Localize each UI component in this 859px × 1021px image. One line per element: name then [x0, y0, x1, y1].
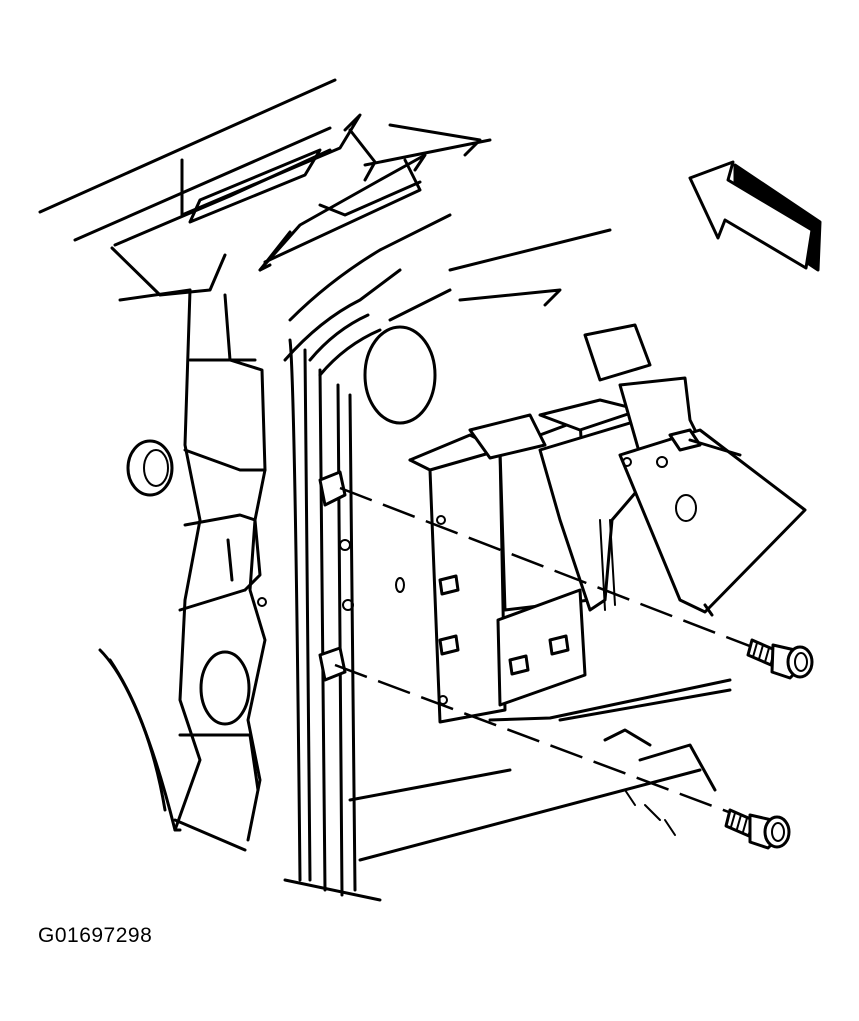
- door-frame: [100, 215, 450, 900]
- module-housing: [470, 325, 805, 615]
- grommet: [128, 441, 172, 495]
- figure-id-code: G01697298: [38, 924, 153, 947]
- alignment-lines: [335, 488, 760, 820]
- bolt-upper: [748, 640, 812, 678]
- bolt-lower: [726, 810, 789, 848]
- direction-arrow-icon: [690, 162, 820, 270]
- floor-structure: [350, 690, 730, 860]
- left-pillar: [175, 290, 266, 850]
- pillar-mount-holes: [320, 472, 404, 680]
- roof-structure: [40, 80, 610, 320]
